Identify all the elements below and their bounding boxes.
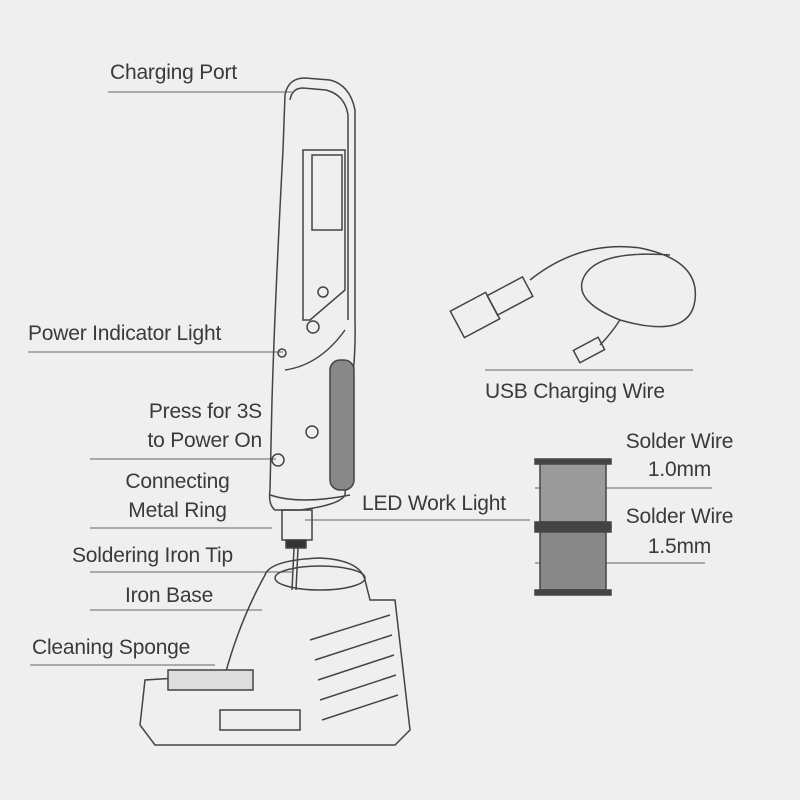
iron-base-icon: [139, 557, 411, 746]
label-usb: USB Charging Wire: [485, 380, 665, 403]
label-solder2-line1: Solder Wire: [625, 505, 734, 528]
label-charging-port: Charging Port: [110, 61, 237, 84]
label-ring-line2: Metal Ring: [128, 499, 227, 522]
label-solder1-line2: 1.0mm: [647, 458, 712, 481]
label-ring-line1: Connecting: [125, 470, 230, 493]
label-press-line2: to Power On: [147, 429, 262, 452]
solder-spool-2-icon: [534, 526, 612, 596]
solder-spool-1-icon: [534, 458, 612, 528]
label-press-line1: Press for 3S: [148, 400, 262, 423]
label-solder2-line2: 1.5mm: [647, 535, 712, 558]
label-led: LED Work Light: [362, 492, 506, 515]
label-base: Iron Base: [125, 584, 214, 607]
soldering-iron-icon: [268, 77, 356, 591]
label-solder1-line1: Solder Wire: [625, 430, 734, 453]
usb-cable-icon: [449, 245, 697, 364]
label-power-indicator: Power Indicator Light: [28, 322, 222, 345]
label-sponge: Cleaning Sponge: [32, 636, 191, 659]
label-tip: Soldering Iron Tip: [72, 544, 233, 567]
